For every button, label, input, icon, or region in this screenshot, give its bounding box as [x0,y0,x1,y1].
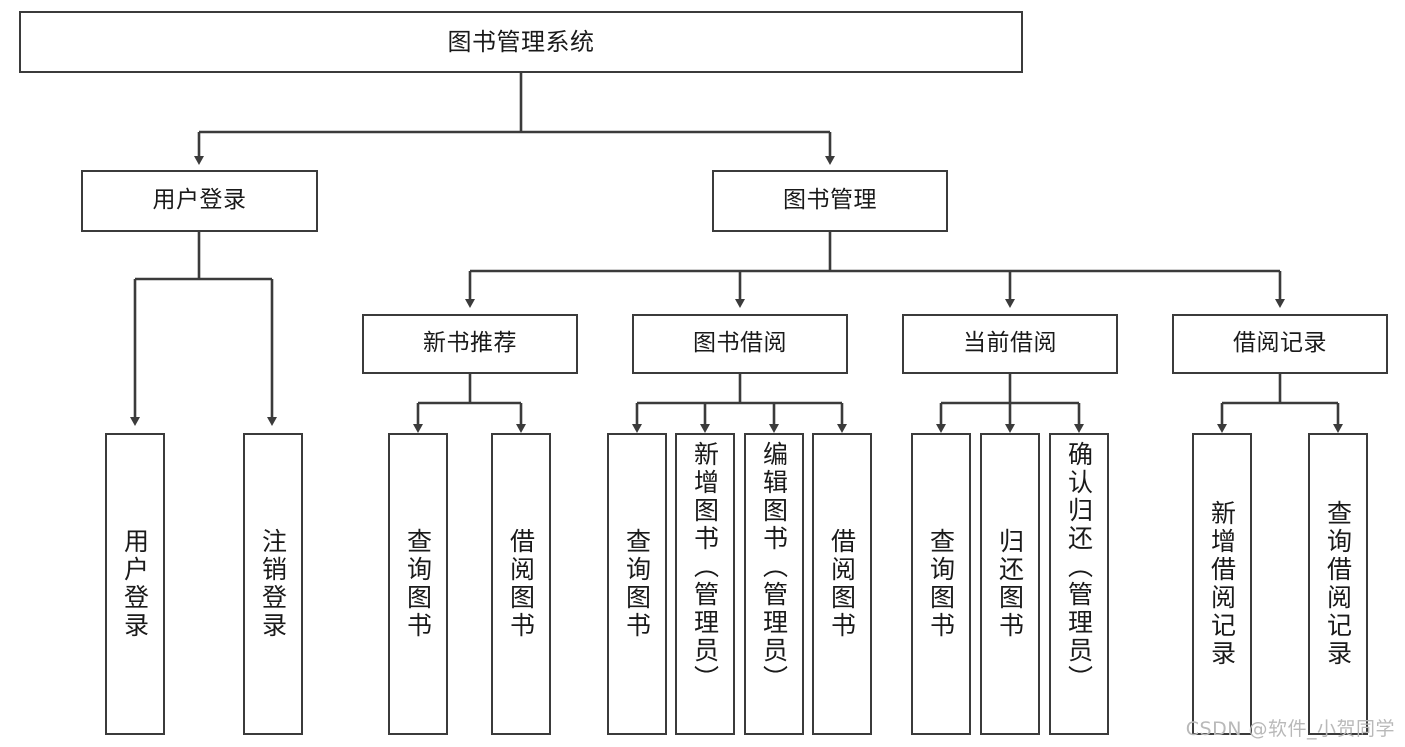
leaf-query-book-under-new-book-recommendation[interactable]: 查询图书 [388,433,448,735]
node-label: 图书管理 [783,187,877,214]
leaf-return-book[interactable]: 归还图书 [980,433,1040,735]
node-label: 图书管理系统 [447,27,595,56]
node-label: 归还图书 [995,528,1025,640]
node-label: 查询图书 [622,528,652,640]
leaf-add-book-admin[interactable]: 新增图书（管理员） [675,433,735,735]
leaf-borrow-book-under-book-borrow[interactable]: 借阅图书 [812,433,872,735]
node-label: 用户登录 [152,187,247,214]
node-label: 图书借阅 [693,330,787,357]
node-root-book-management-system[interactable]: 图书管理系统 [19,11,1023,73]
node-book-borrow[interactable]: 图书借阅 [632,314,848,374]
node-current-borrow[interactable]: 当前借阅 [902,314,1118,374]
leaf-borrow-book-under-new-book-recommendation[interactable]: 借阅图书 [491,433,551,735]
node-label: 当前借阅 [963,330,1057,357]
node-label: 查询借阅记录 [1323,500,1353,668]
node-label: 新书推荐 [423,330,517,357]
leaf-add-borrow-record[interactable]: 新增借阅记录 [1192,433,1252,735]
node-label: 查询图书 [403,528,433,640]
leaf-user-login[interactable]: 用户登录 [105,433,165,735]
leaf-logout-login[interactable]: 注销登录 [243,433,303,735]
leaf-query-borrow-record[interactable]: 查询借阅记录 [1308,433,1368,735]
node-label: 借阅记录 [1233,330,1327,357]
node-label: 注销登录 [258,528,288,640]
node-book-management[interactable]: 图书管理 [712,170,948,232]
node-label: 确认归还（管理员） [1064,441,1094,693]
node-label: 新增借阅记录 [1207,500,1237,668]
node-label: 编辑图书（管理员） [759,441,789,693]
leaf-query-book-under-current-borrow[interactable]: 查询图书 [911,433,971,735]
node-label: 查询图书 [926,528,956,640]
node-label: 借阅图书 [506,528,536,640]
leaf-confirm-return-admin[interactable]: 确认归还（管理员） [1049,433,1109,735]
node-label: 用户登录 [120,528,150,640]
node-user-login[interactable]: 用户登录 [81,170,318,232]
csdn-watermark: CSDN @软件_小贺同学 [1185,718,1395,740]
node-new-book-recommendation[interactable]: 新书推荐 [362,314,578,374]
leaf-edit-book-admin[interactable]: 编辑图书（管理员） [744,433,804,735]
node-label: 新增图书（管理员） [690,441,720,693]
leaf-query-book-under-book-borrow[interactable]: 查询图书 [607,433,667,735]
node-borrow-record[interactable]: 借阅记录 [1172,314,1388,374]
node-label: 借阅图书 [827,528,857,640]
